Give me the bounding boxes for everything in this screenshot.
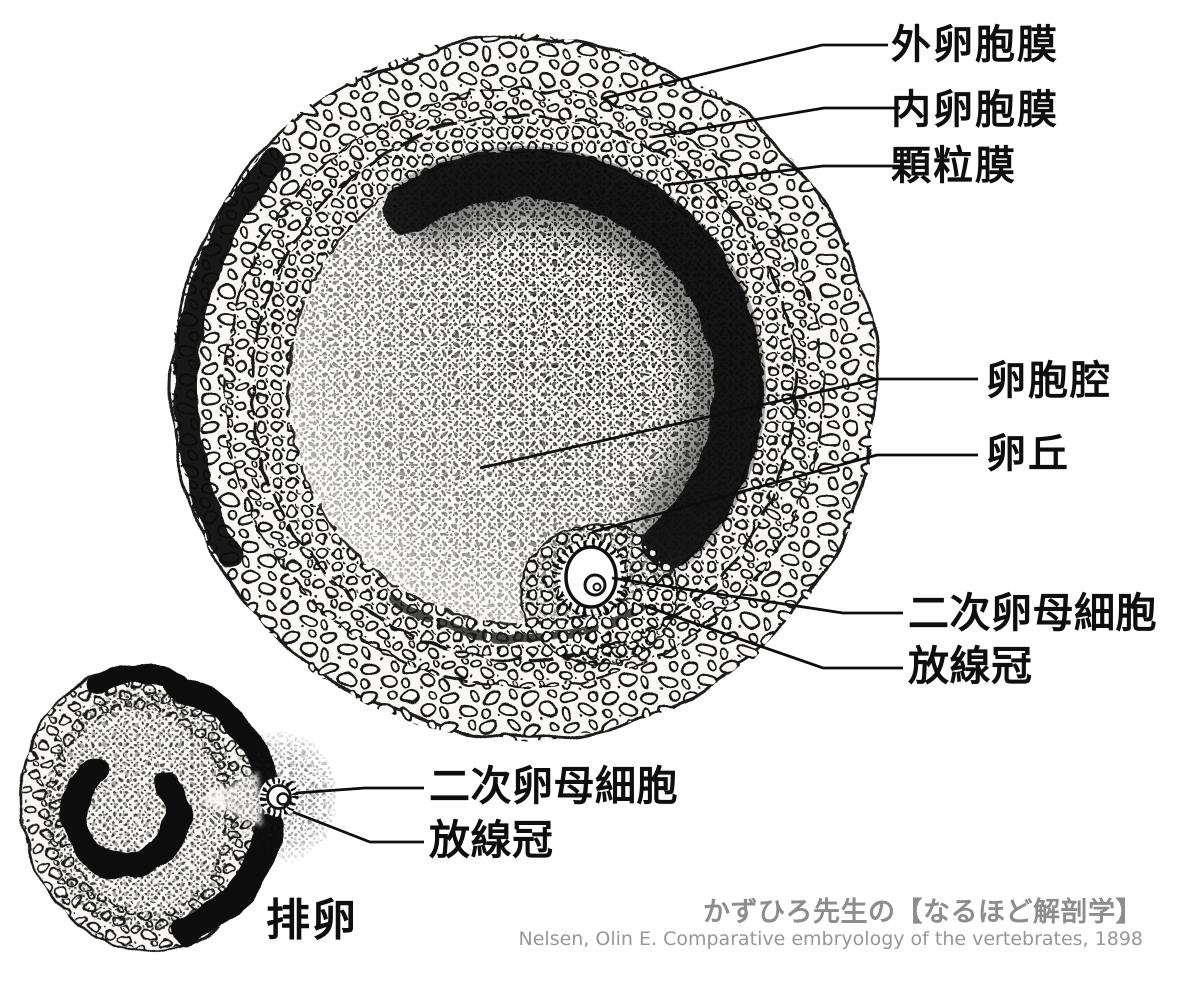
leader-line-theca-externa xyxy=(600,43,888,101)
label-corona-radiata: 放線冠 xyxy=(908,642,1033,690)
credit-source: Nelsen, Olin E. Comparative embryology o… xyxy=(518,928,1143,950)
dark-crescent xyxy=(383,148,764,569)
corona-radiata-ring xyxy=(551,538,631,618)
label-inset-secondary-oocyte: 二次卵母細胞 xyxy=(429,762,678,810)
oocyte-group xyxy=(551,538,631,618)
ovulated-follicle xyxy=(19,666,336,953)
inset-corona-radiata-ring xyxy=(259,777,299,817)
ovulated-oocyte-group xyxy=(259,777,299,817)
label-secondary-oocyte: 二次卵母細胞 xyxy=(908,589,1157,637)
inset-dark-blotches xyxy=(59,758,191,880)
leader-line-theca-interna xyxy=(651,106,900,139)
main-follicle xyxy=(169,36,879,740)
theca-interna-ring xyxy=(225,89,823,687)
oocyte-nucleolus xyxy=(592,582,602,592)
leader-line-antrum xyxy=(479,377,978,470)
antrum-shadow xyxy=(383,146,766,569)
leader-line-corona-radiata xyxy=(644,604,903,670)
label-theca-interna: 内卵胞膜 xyxy=(891,87,1059,133)
leader-line-secondary-oocyte xyxy=(611,576,903,615)
leader-line-cumulus xyxy=(591,453,978,534)
label-ovulation: 排卵 xyxy=(266,895,358,946)
left-wall-dark-band xyxy=(174,150,285,569)
label-cumulus: 卵丘 xyxy=(986,431,1070,477)
label-inset-corona-radiata: 放線冠 xyxy=(429,816,554,864)
label-theca-externa: 外卵胞膜 xyxy=(891,22,1059,68)
leader-line-granulosa xyxy=(664,164,900,187)
label-granulosa: 顆粒膜 xyxy=(891,143,1017,189)
leader-lines xyxy=(292,43,978,844)
credit-series: かずひろ先生の【なるほど解剖学】 xyxy=(703,897,1143,928)
inset-oocyte-nucleus xyxy=(276,792,290,806)
leader-line-inset-secondary-oocyte xyxy=(295,786,424,795)
label-antrum: 卵胞腔 xyxy=(986,358,1112,404)
leader-line-inset-corona-radiata xyxy=(292,810,424,844)
